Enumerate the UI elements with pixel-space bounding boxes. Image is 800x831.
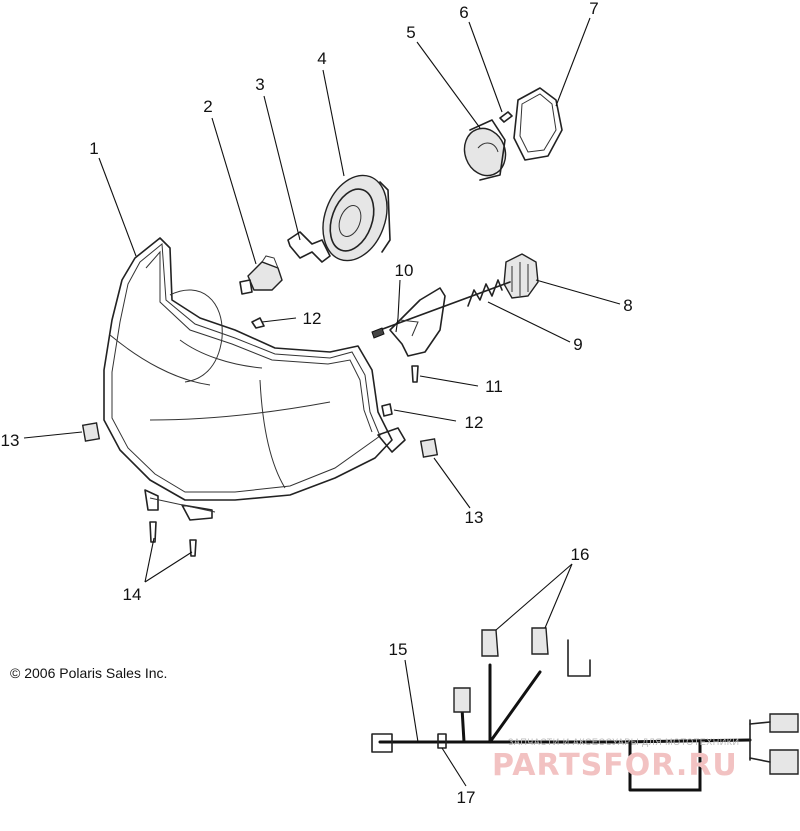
bulb	[239, 255, 283, 295]
callout-14: 14	[123, 585, 142, 604]
callout-2: 2	[203, 97, 212, 116]
callout-8: 8	[623, 296, 632, 315]
callout-13-right: 13	[465, 508, 484, 527]
callout-3: 3	[255, 75, 264, 94]
adjuster-bracket	[389, 287, 446, 357]
reflector-ring	[322, 174, 391, 262]
callout-9: 9	[573, 335, 582, 354]
callout-6: 6	[459, 3, 468, 22]
callout-numbers: 1 2 3 4 5 6 7 8 9 10 11 12 12 13 13 14 1…	[1, 0, 633, 807]
callout-10: 10	[395, 261, 414, 280]
watermark-subtitle: ЗАПЧАСТИ И АКСЕССУАРЫ ДЛЯ МОТОТЕХНИКИ	[508, 737, 739, 747]
adjuster-knob	[503, 253, 539, 299]
callout-12-upper: 12	[303, 309, 322, 328]
callout-1: 1	[89, 139, 98, 158]
adjuster-spring	[371, 279, 511, 339]
headlight-housing	[103, 237, 406, 521]
callout-11: 11	[485, 377, 503, 396]
callout-13-left: 13	[1, 431, 20, 450]
spring-clip	[287, 231, 331, 263]
callout-16: 16	[571, 545, 590, 564]
callout-17: 17	[457, 788, 476, 807]
callout-7: 7	[589, 0, 598, 18]
leader-lines	[23, 17, 621, 787]
callout-15: 15	[389, 640, 408, 659]
callout-5: 5	[406, 23, 415, 42]
callout-12-lower: 12	[465, 413, 484, 432]
wiring-harness	[371, 627, 799, 792]
fasteners	[81, 317, 439, 557]
dust-cap	[463, 119, 507, 181]
copyright-notice: © 2006 Polaris Sales Inc.	[10, 665, 167, 681]
watermark-logo: PARTSFOR.RU	[492, 748, 738, 783]
seal-gasket	[513, 87, 563, 161]
callout-4: 4	[317, 49, 326, 68]
small-screw	[499, 111, 513, 123]
